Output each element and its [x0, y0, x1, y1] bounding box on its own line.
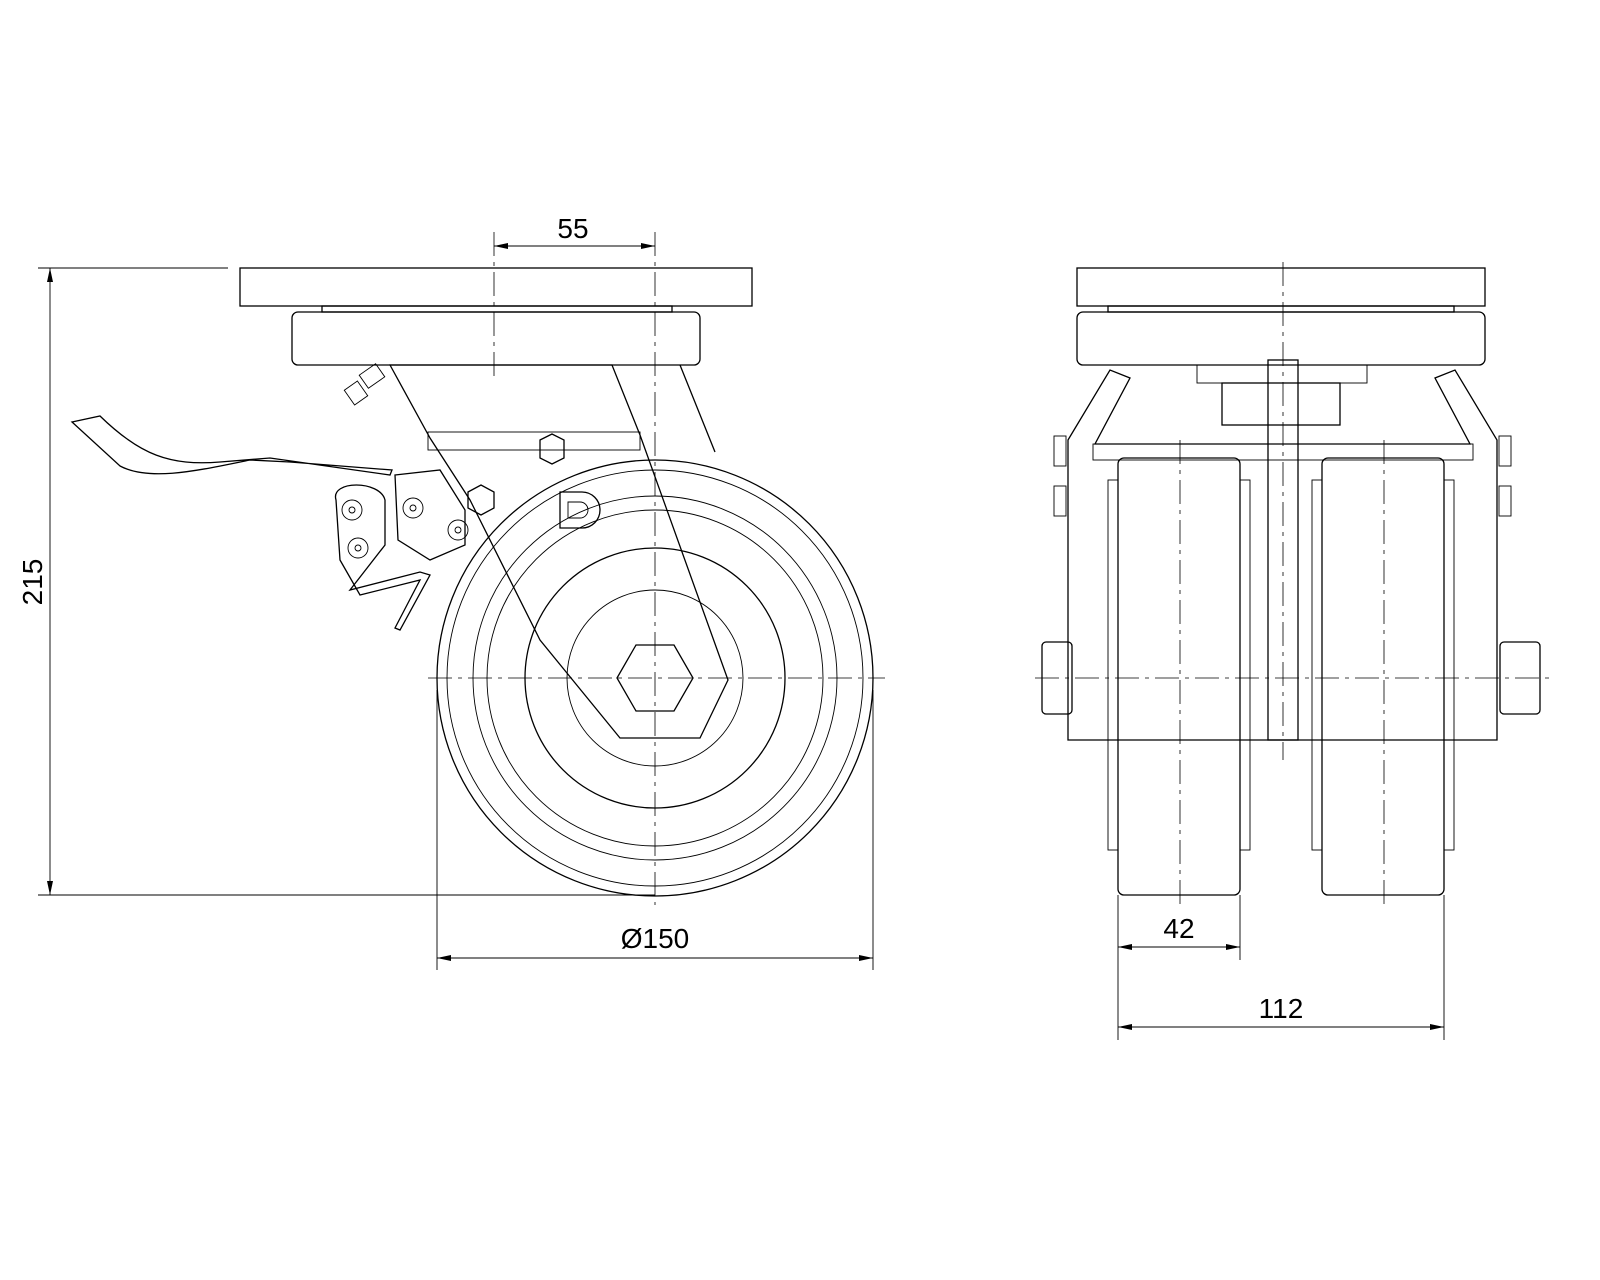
- axle-nut: [616, 644, 694, 712]
- brand-logo: [559, 491, 601, 529]
- bolt: [1498, 435, 1512, 467]
- dimension-wheel-diameter: Ø150: [436, 690, 874, 970]
- bolt: [1053, 435, 1067, 467]
- dimension-overall-height: 215: [17, 267, 655, 896]
- bolt: [1498, 485, 1512, 517]
- axle-nut: [1499, 641, 1541, 715]
- dimension-label: Ø150: [621, 923, 690, 954]
- side-view: [70, 232, 885, 905]
- swivel-plate: [1076, 311, 1486, 366]
- dimension-overall-width: 112: [1118, 895, 1445, 1040]
- dimension-label: 112: [1259, 993, 1304, 1024]
- top-plate: [239, 267, 753, 307]
- fork-bar: [427, 431, 641, 451]
- wheel-right: [1311, 457, 1455, 896]
- bolt-head: [539, 433, 565, 465]
- fork-back: [679, 364, 716, 453]
- plate-spacer: [1107, 305, 1455, 313]
- bolt-head: [467, 484, 495, 516]
- dimension-label: 42: [1163, 913, 1194, 944]
- dimension-swivel-offset: 55: [494, 213, 655, 249]
- grease-nipple: [343, 363, 386, 406]
- swivel-plate: [291, 311, 701, 366]
- brake-lever: [70, 415, 469, 631]
- dimension-label: 215: [17, 559, 48, 606]
- kingpin-nut: [1221, 382, 1341, 426]
- front-view: [1035, 262, 1555, 905]
- dimension-wheel-width: 42: [1117, 895, 1241, 1040]
- wheel-left: [1107, 457, 1251, 896]
- fork-leg: [388, 364, 729, 739]
- dimension-label: 55: [557, 213, 588, 244]
- top-plate: [1076, 267, 1486, 307]
- plate-spacer: [321, 305, 673, 313]
- fork: [1067, 369, 1498, 741]
- kingpin-washer: [1196, 364, 1368, 384]
- bolt: [1053, 485, 1067, 517]
